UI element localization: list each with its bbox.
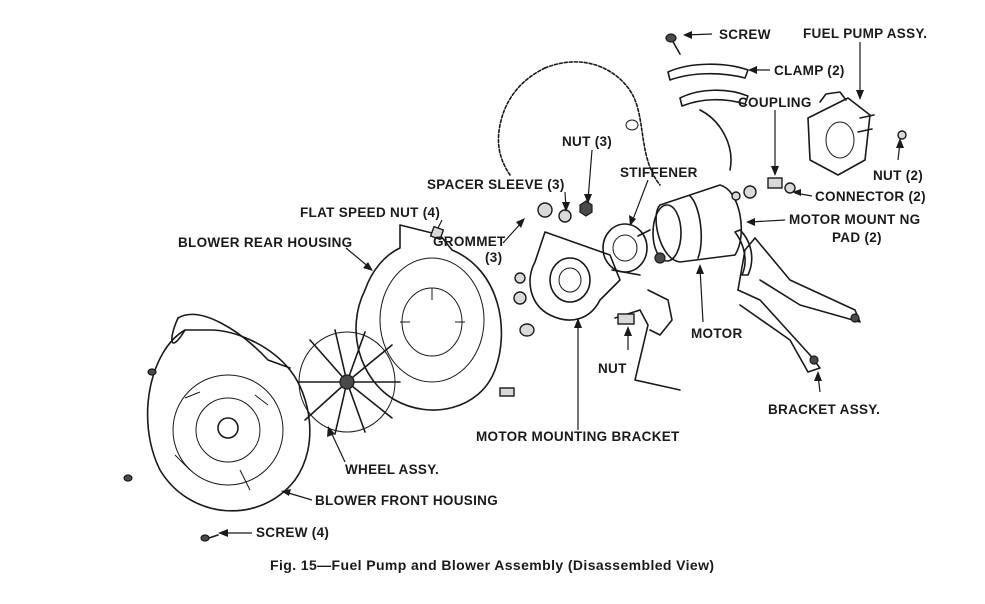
label-blower-rear-housing: BLOWER REAR HOUSING: [178, 235, 352, 250]
label-fuel-pump-assy: FUEL PUMP ASSY.: [803, 26, 927, 41]
coupling: [767, 177, 783, 189]
label-nut-2: NUT (2): [873, 168, 923, 183]
label-clamp: CLAMP (2): [774, 63, 845, 78]
nuts-2: [897, 130, 907, 140]
label-grommet-line2: (3): [485, 250, 502, 265]
spacer-sleeves: [537, 202, 572, 223]
label-nut-3: NUT (3): [562, 134, 612, 149]
label-spacer-sleeve: SPACER SLEEVE (3): [427, 177, 565, 192]
connectors: [731, 182, 796, 201]
label-connector: CONNECTOR (2): [815, 189, 926, 204]
label-coupling: COUPLING: [738, 95, 812, 110]
label-motor: MOTOR: [691, 326, 743, 341]
nut-lower: [614, 309, 681, 391]
label-bracket-assy: BRACKET ASSY.: [768, 402, 880, 417]
motor: [637, 184, 743, 264]
loose-screws: [123, 368, 219, 542]
nuts-3: [579, 200, 593, 217]
label-screw-4: SCREW (4): [256, 525, 329, 540]
wheel-assy: [297, 329, 401, 435]
label-grommet-line1: GROMMET: [433, 234, 506, 249]
stiffener: [602, 223, 648, 273]
label-screw-top: SCREW: [719, 27, 771, 42]
bracket-assy: [737, 237, 861, 373]
label-blower-front-housing: BLOWER FRONT HOUSING: [315, 493, 498, 508]
label-motor-mounting-bracket: MOTOR MOUNTING BRACKET: [476, 429, 680, 444]
clamps: [667, 63, 749, 107]
label-wheel-assy: WHEEL ASSY.: [345, 462, 439, 477]
label-nut: NUT: [598, 361, 627, 376]
label-motor-mounting-pad-line1: MOTOR MOUNT NG: [789, 212, 920, 227]
label-stiffener: STIFFENER: [620, 165, 698, 180]
flat-speed-nut: [429, 225, 445, 241]
motor-mounting-pads: [647, 229, 753, 336]
label-flat-speed-nut: FLAT SPEED NUT (4): [300, 205, 440, 220]
screw-top: [665, 33, 681, 55]
label-motor-mounting-pad-line2: PAD (2): [832, 230, 882, 245]
fuel-pump-assy: [807, 91, 875, 176]
leader-lines: [218, 31, 904, 537]
blower-front-housing: [146, 313, 311, 512]
blower-rear-housing: [355, 224, 515, 411]
wire-harness: [497, 61, 732, 186]
figure-caption: Fig. 15—Fuel Pump and Blower Assembly (D…: [270, 557, 714, 573]
